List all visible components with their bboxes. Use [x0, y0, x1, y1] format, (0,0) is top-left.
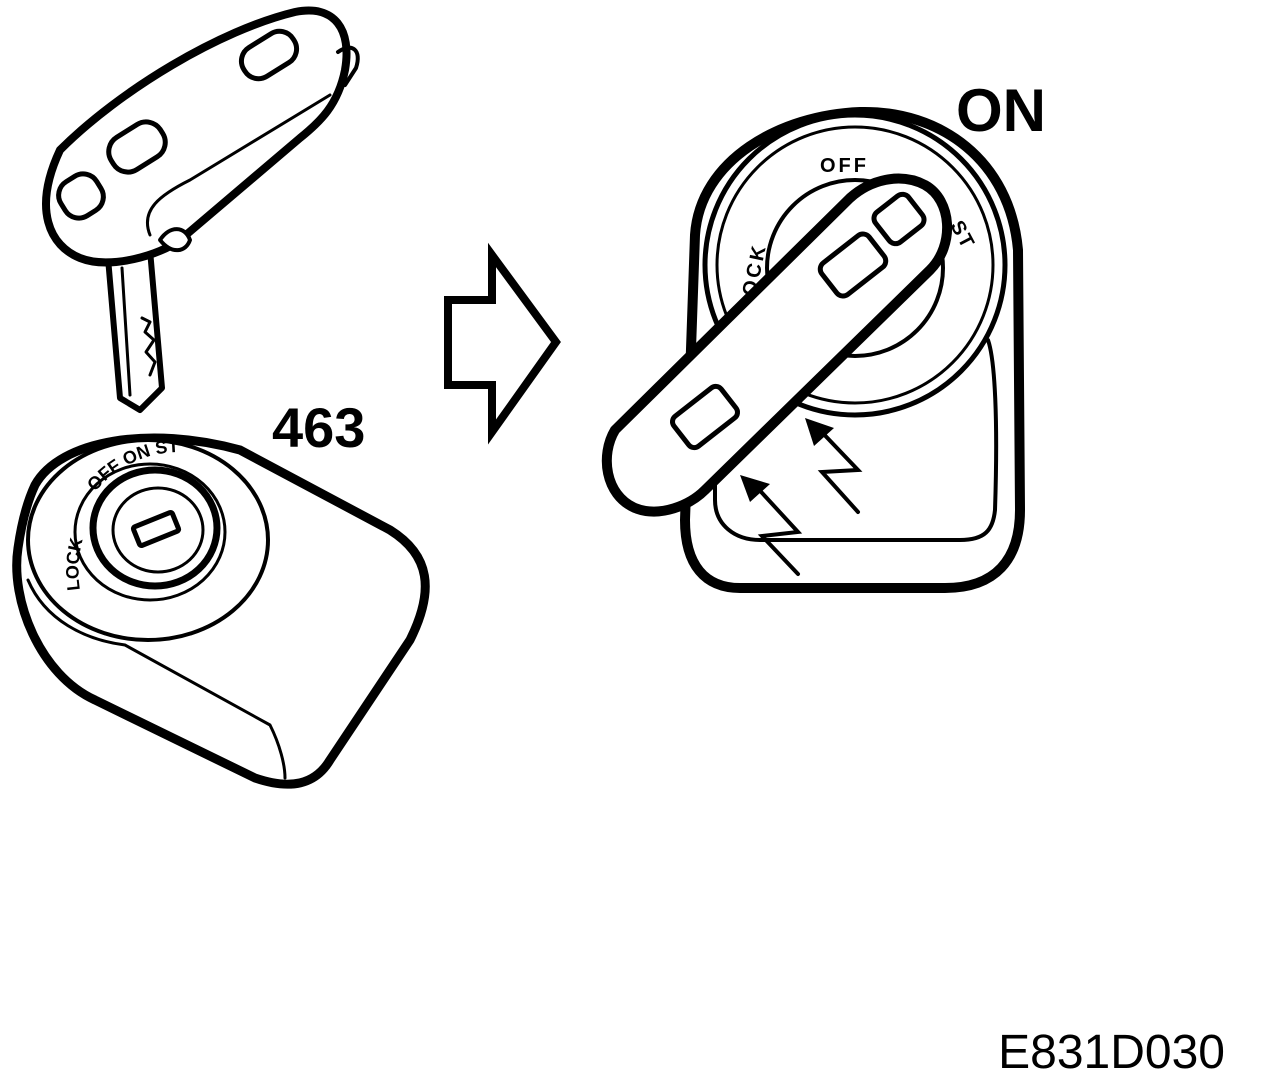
key-fob-inserted — [601, 173, 953, 517]
figure-code: E831D030 — [998, 1026, 1225, 1079]
fob-button — [238, 28, 300, 82]
ignition-switch-left — [12, 433, 430, 789]
key-fob-illustration — [42, 6, 360, 413]
key-slot — [130, 509, 182, 549]
part-number: 463 — [272, 396, 365, 459]
rotation-arrows — [750, 423, 863, 576]
fob-button — [669, 383, 741, 451]
key-blade — [105, 247, 165, 413]
fob-button — [56, 171, 106, 221]
state-label-on: ON — [956, 77, 1046, 144]
arrowhead-icon — [740, 418, 834, 502]
right-label-off: OFF — [820, 155, 869, 177]
fob-button — [817, 231, 889, 299]
arrow-right-icon — [444, 242, 561, 445]
fob-button — [871, 191, 927, 247]
fob-button — [106, 119, 168, 175]
